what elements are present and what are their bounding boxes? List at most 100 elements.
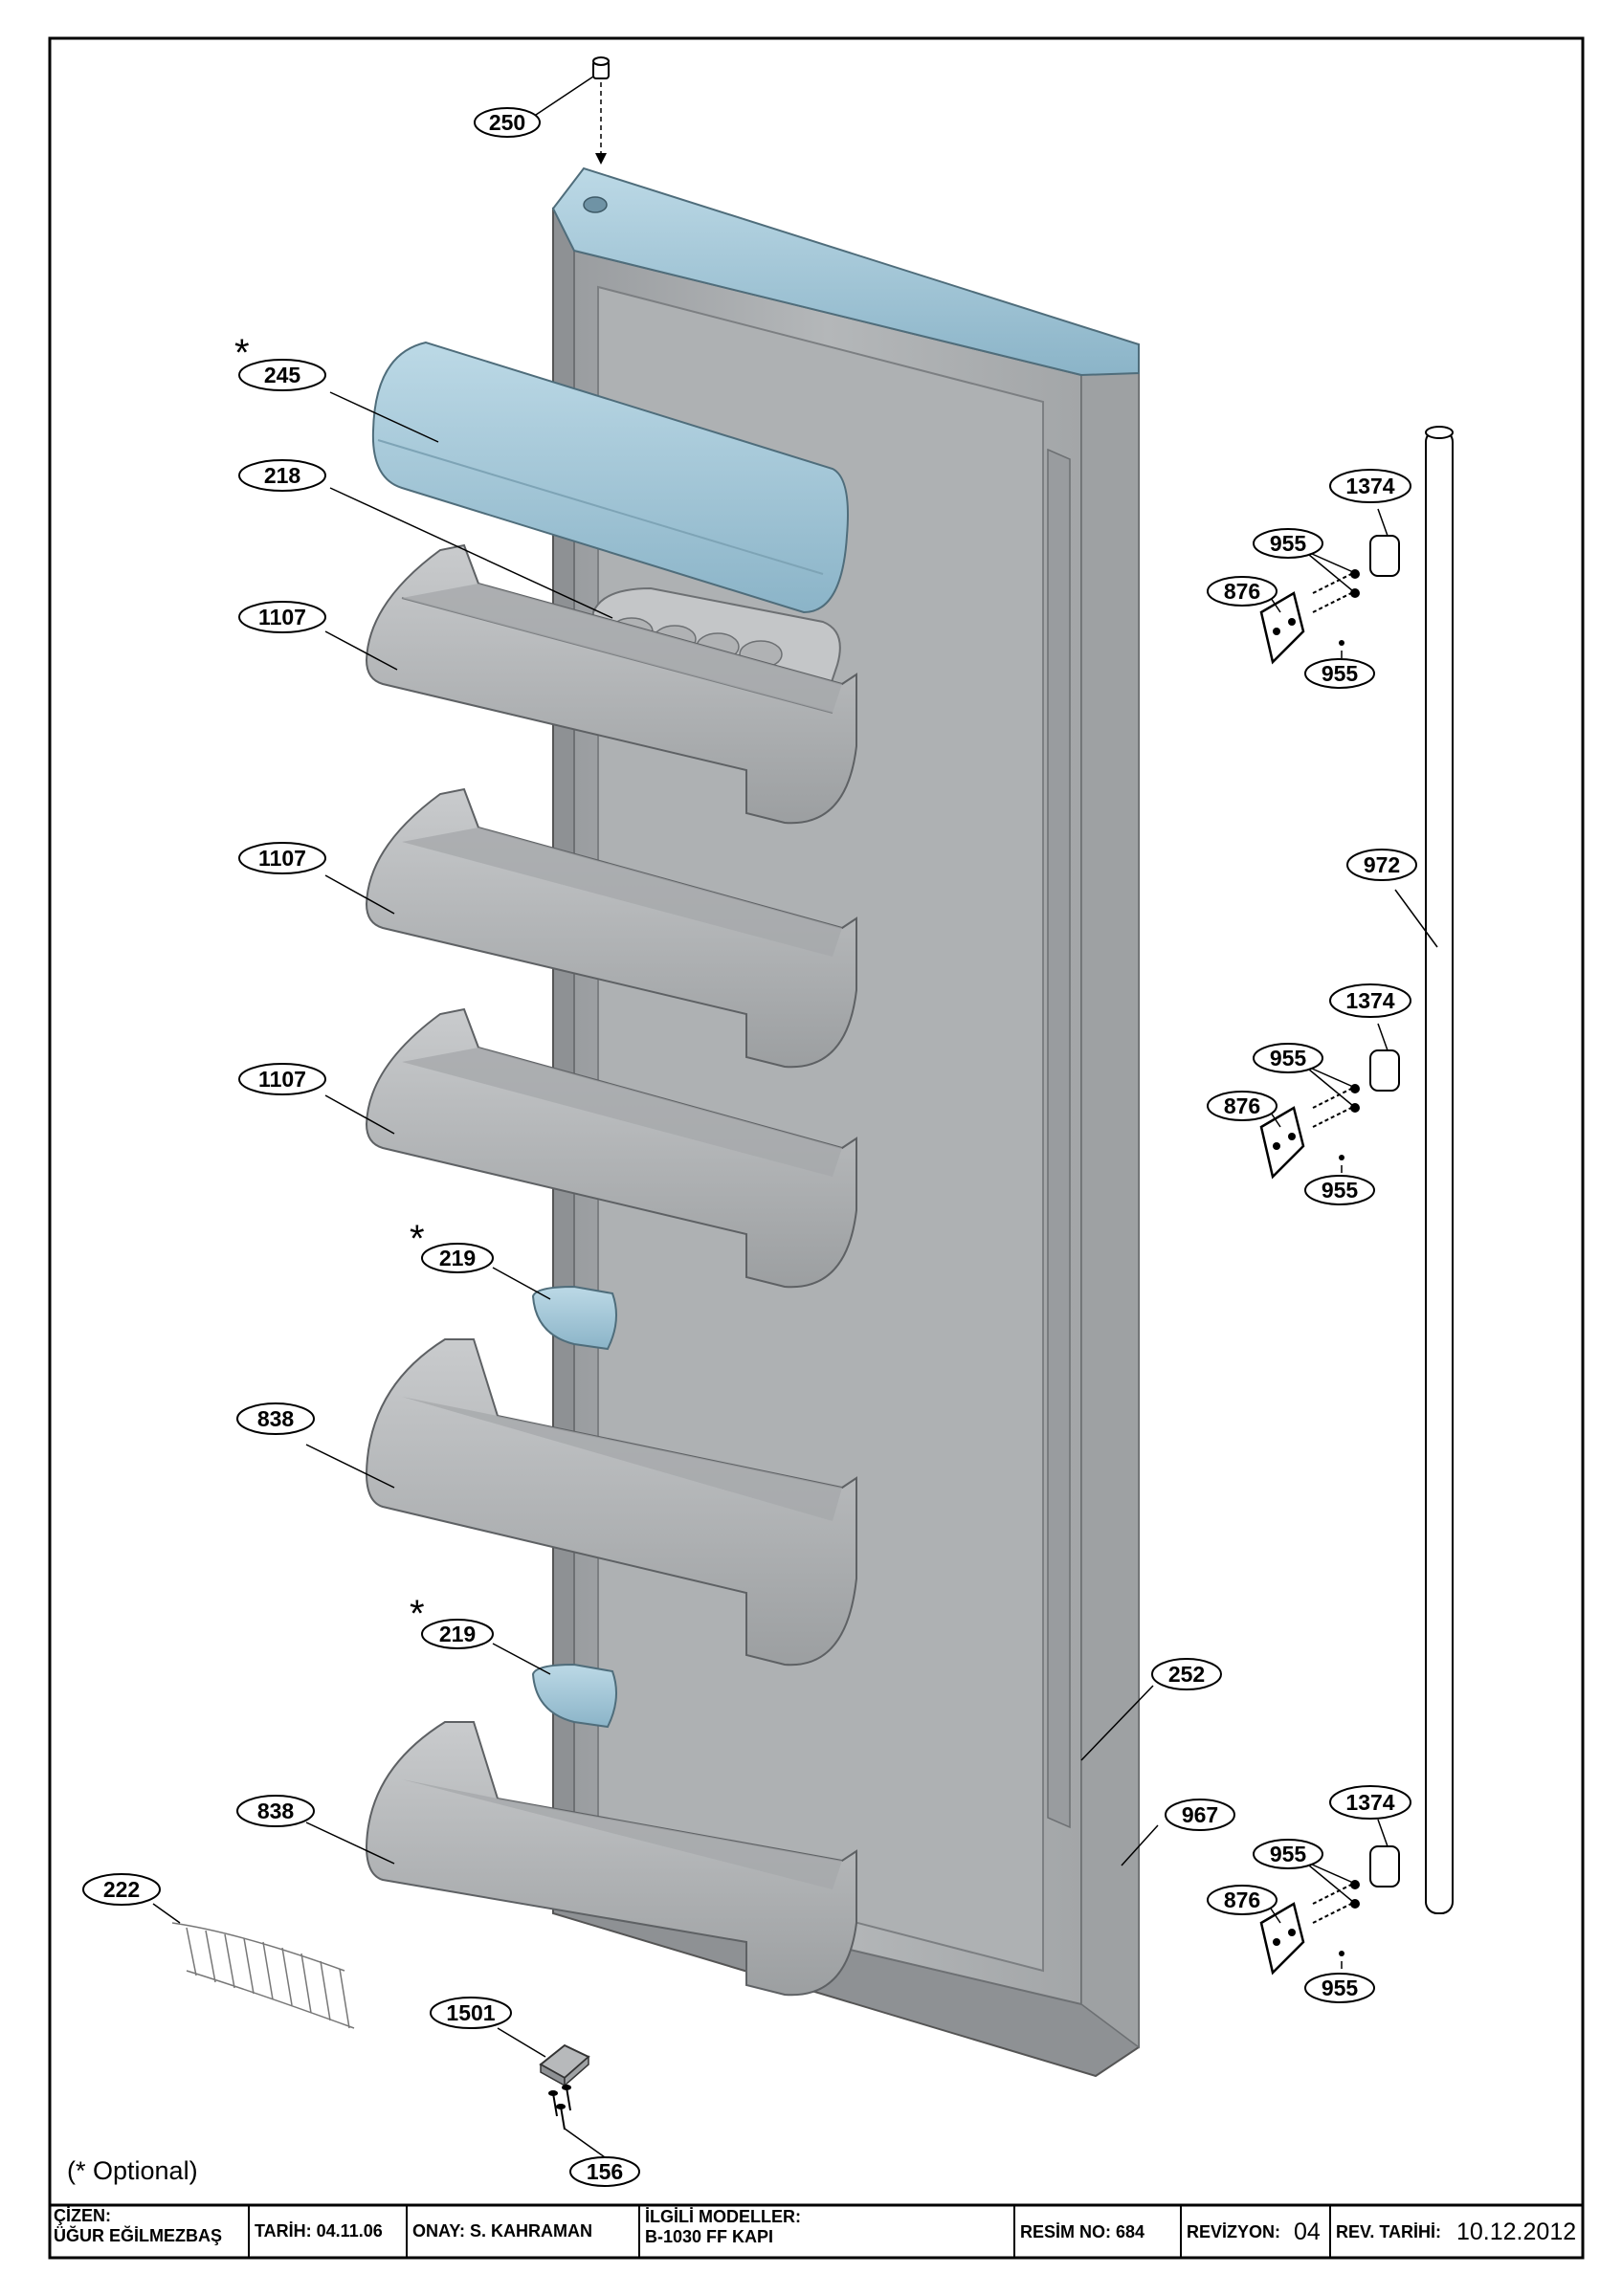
svg-text:972: 972 (1364, 852, 1400, 877)
drawn-by-value: ÜĞUR EĞİLMEZBAŞ (54, 2225, 222, 2245)
svg-text:876: 876 (1224, 1888, 1260, 1912)
callout-955-e: 955 (1253, 1839, 1323, 1869)
callout-156: 156 (569, 2156, 640, 2187)
door-shelf-part-1107-third (365, 1007, 857, 1289)
callouts: 250 245 218 1107 1107 1107 219 838 219 8… (82, 107, 1417, 2187)
callout-1374-c: 1374 (1329, 1785, 1411, 1820)
handle-cap-part-1374 (1369, 535, 1400, 577)
door-top-cap (551, 166, 1140, 377)
screw-part-955 (1339, 1951, 1344, 1956)
callout-218: 218 (238, 459, 326, 492)
svg-text:955: 955 (1270, 1046, 1307, 1071)
door-gasket-252 (1047, 448, 1071, 1829)
optional-note: (* Optional) (67, 2156, 198, 2185)
callout-1501: 1501 (430, 1997, 512, 2029)
callout-1107-c: 1107 (238, 1063, 326, 1095)
callout-967: 967 (1165, 1799, 1235, 1831)
svg-text:838: 838 (257, 1799, 295, 1823)
handle-rod-part-972 (1425, 426, 1454, 1914)
related-models-value: B-1030 FF KAPI (645, 2227, 773, 2246)
handle-cap-part-1374 (1369, 1845, 1400, 1888)
callout-955-a: 955 (1253, 528, 1323, 559)
door-shelf-part-1107-top (365, 543, 857, 825)
svg-text:876: 876 (1224, 579, 1260, 604)
callout-955-f: 955 (1304, 1973, 1375, 2003)
approved-by-field: ONAY: S. KAHRAMAN (412, 2221, 592, 2241)
svg-text:222: 222 (103, 1877, 140, 1902)
svg-text:1107: 1107 (258, 846, 306, 871)
handle-mount-set-top (1259, 535, 1400, 665)
revision-date-value: 10.12.2012 (1456, 2219, 1576, 2245)
svg-text:955: 955 (1322, 661, 1359, 686)
callout-222: 222 (82, 1873, 161, 1906)
optional-star-219-a: * (410, 1218, 425, 1260)
svg-text:967: 967 (1182, 1802, 1218, 1827)
svg-text:838: 838 (257, 1406, 295, 1431)
top-cap-hole (583, 196, 608, 213)
door-shelf-part-1107-second (365, 787, 857, 1069)
svg-text:1107: 1107 (258, 605, 306, 629)
bracket-part-876 (1259, 1902, 1305, 1976)
bottle-shelf-part-838-upper (365, 1338, 857, 1667)
bottle-retainer-part-219-upper (531, 1285, 617, 1351)
dairy-cover-part-245 (371, 341, 849, 614)
screw-part-955 (1350, 569, 1360, 579)
bracket-part-876 (1259, 591, 1305, 665)
handle-mount-set-middle (1259, 1049, 1400, 1180)
svg-text:1374: 1374 (1345, 474, 1394, 498)
svg-text:218: 218 (264, 463, 301, 488)
svg-text:219: 219 (439, 1246, 476, 1270)
svg-text:955: 955 (1270, 531, 1307, 556)
shelf-divider-part-222 (171, 1922, 355, 2029)
svg-text:955: 955 (1322, 1178, 1359, 1203)
related-models-label: İLGİLİ MODELLER: (645, 2207, 801, 2226)
svg-text:955: 955 (1322, 1976, 1359, 2000)
callout-219-a: 219 (421, 1243, 494, 1273)
svg-text:955: 955 (1270, 1842, 1307, 1866)
svg-text:876: 876 (1224, 1093, 1260, 1118)
optional-star-245: * (234, 332, 250, 374)
callout-838-a: 838 (236, 1402, 315, 1435)
callout-876-b: 876 (1207, 1091, 1278, 1121)
door-side-edge (1080, 352, 1140, 2049)
svg-text:1374: 1374 (1345, 1790, 1394, 1815)
screw-part-955 (1339, 1155, 1344, 1160)
callout-876-a: 876 (1207, 576, 1278, 607)
date-field: TARİH: 04.11.06 (255, 2221, 383, 2241)
svg-text:1501: 1501 (446, 2000, 495, 2025)
screw-part-955 (1350, 1084, 1360, 1093)
revision-date-label: REV. TARİHİ: (1336, 2222, 1441, 2241)
drawing-number-field: RESİM NO: 684 (1020, 2222, 1144, 2241)
bottle-retainer-part-219-lower (531, 1663, 617, 1729)
callout-1374-a: 1374 (1329, 469, 1411, 503)
screws-part-156 (548, 2085, 571, 2130)
bracket-part-876 (1259, 1106, 1305, 1180)
screw-part-955 (1350, 1880, 1360, 1889)
title-block: ÇİZEN: ÜĞUR EĞİLMEZBAŞ TARİH: 04.11.06 O… (48, 2203, 1585, 2260)
callout-955-c: 955 (1253, 1043, 1323, 1073)
callout-1374-b: 1374 (1329, 983, 1411, 1018)
bushing-part-250 (592, 56, 610, 165)
screw-part-955 (1339, 640, 1344, 646)
callout-1107-a: 1107 (238, 601, 326, 633)
callout-252: 252 (1151, 1658, 1222, 1690)
revision-value: 04 (1294, 2219, 1321, 2245)
callout-838-b: 838 (236, 1795, 315, 1827)
callout-245: 245 (238, 359, 326, 391)
bottle-shelf-part-838-lower (365, 1721, 857, 1997)
svg-text:1374: 1374 (1345, 988, 1394, 1013)
revision-label: REVİZYON: (1187, 2222, 1280, 2241)
handle-cap-part-1374 (1369, 1049, 1400, 1092)
optional-star-219-b: * (410, 1593, 425, 1635)
drawn-by-label: ÇİZEN: (54, 2206, 111, 2225)
callout-955-b: 955 (1304, 658, 1375, 689)
svg-text:1107: 1107 (258, 1067, 306, 1092)
callout-219-b: 219 (421, 1619, 494, 1649)
callout-876-c: 876 (1207, 1885, 1278, 1915)
svg-text:252: 252 (1168, 1662, 1205, 1687)
svg-text:219: 219 (439, 1622, 476, 1646)
block-part-1501 (539, 2043, 590, 2087)
svg-text:250: 250 (489, 110, 525, 135)
svg-text:245: 245 (264, 363, 301, 387)
